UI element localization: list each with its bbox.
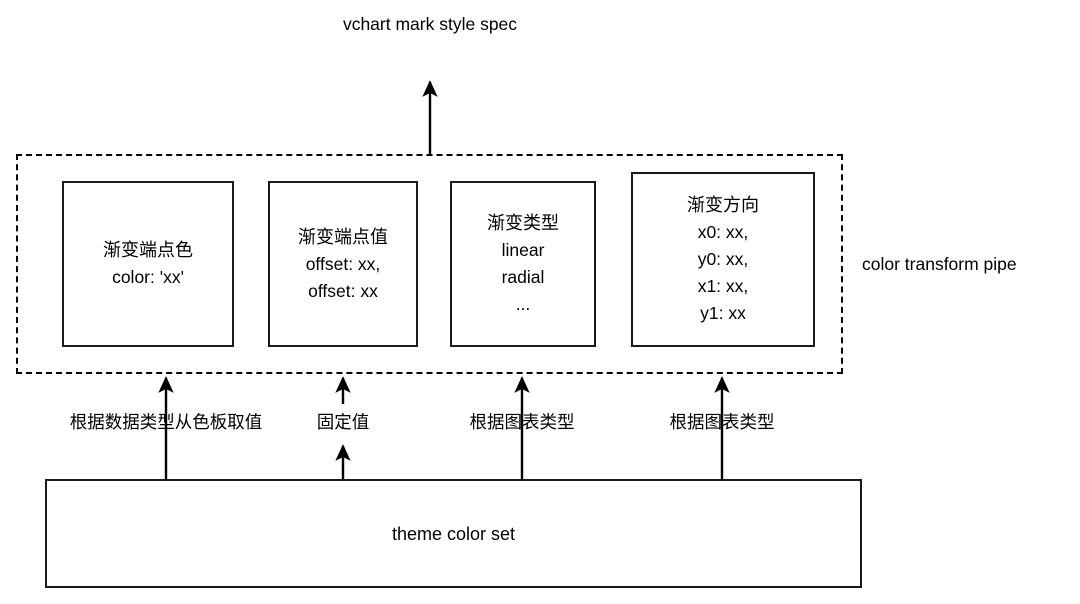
node-gradient-type-title: 渐变类型 (487, 213, 559, 233)
diagram-title: vchart mark style spec (342, 14, 518, 34)
node-gradient-endpoint-value-line-1: offset: xx, (305, 253, 381, 274)
node-gradient-endpoint-color[interactable]: 渐变端点色 color: 'xx' (62, 181, 234, 347)
edge-label-by-chart-type-2: 根据图表类型 (669, 412, 775, 432)
color-transform-pipe-container (16, 154, 843, 374)
node-gradient-direction-line-1: x0: xx, (697, 222, 749, 242)
node-gradient-direction-line-4: y1: xx (700, 303, 746, 323)
node-gradient-direction-line-3: x1: xx, (697, 276, 749, 296)
node-gradient-type-line-3: ... (515, 294, 531, 314)
node-gradient-endpoint-value-line-2: offset: xx (308, 280, 378, 301)
node-theme-color-set[interactable]: theme color set (45, 479, 862, 588)
edge-label-fixed-value: 固定值 (316, 412, 370, 432)
node-gradient-endpoint-value[interactable]: 渐变端点值 offset: xx, offset: xx (268, 181, 418, 347)
node-gradient-direction[interactable]: 渐变方向 x0: xx, y0: xx, x1: xx, y1: xx (631, 172, 815, 347)
node-gradient-type-line-1: linear (501, 240, 545, 260)
node-theme-color-set-label: theme color set (391, 523, 516, 544)
node-gradient-endpoint-value-title: 渐变端点值 (298, 226, 388, 247)
node-gradient-type-line-2: radial (501, 267, 545, 287)
node-gradient-direction-title: 渐变方向 (687, 195, 759, 215)
node-gradient-endpoint-color-line-1: color: 'xx' (112, 267, 184, 287)
edge-label-palette-by-data-type: 根据数据类型从色板取值 (69, 412, 263, 432)
color-transform-pipe-label: color transform pipe (862, 254, 1017, 274)
node-gradient-type[interactable]: 渐变类型 linear radial ... (450, 181, 596, 347)
node-gradient-endpoint-color-title: 渐变端点色 (103, 240, 193, 260)
edge-label-by-chart-type-1: 根据图表类型 (469, 412, 575, 432)
node-gradient-direction-line-2: y0: xx, (697, 249, 749, 269)
